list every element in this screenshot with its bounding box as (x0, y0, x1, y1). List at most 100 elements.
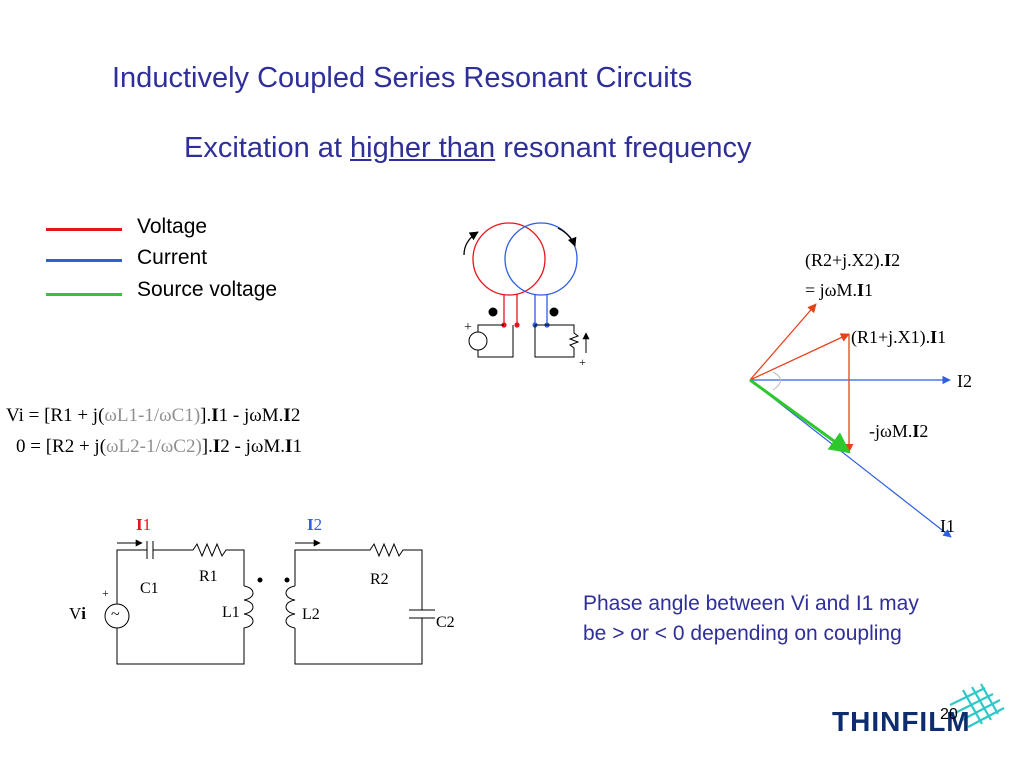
coil-load-plus: + (579, 355, 586, 369)
label-part: i (81, 604, 87, 623)
label-part: 2 (891, 250, 901, 270)
eq1-part: I (283, 405, 291, 426)
eq2-part: ]. (201, 436, 213, 457)
label-part: V (69, 604, 82, 623)
circuit-schematic (104, 539, 435, 665)
label-r1-drop: (R1+j.X1).I1 (851, 327, 946, 348)
secondary-flux-arrow (557, 227, 577, 247)
eq2-part: ωL2 (106, 436, 140, 457)
label-c1: C1 (140, 580, 159, 597)
phasor-r2-drop (749, 303, 817, 381)
label-vi: Vi (69, 604, 86, 624)
ac-source-symbol (104, 603, 130, 629)
thinfilm-logo-mark (949, 683, 1005, 728)
dot-marker (488, 307, 498, 317)
label-part: 2 (919, 421, 929, 441)
legend-label-current: Current (137, 246, 208, 269)
primary-coil-leads (503, 294, 518, 325)
secondary-load-wire (534, 324, 580, 358)
terminal-dot (514, 322, 520, 328)
label-mutual-drop: -jωM.I2 (869, 421, 928, 442)
legend-swatch-voltage (46, 228, 122, 231)
eq2-part: 1 (292, 436, 302, 457)
eq2-part: -1/ωC2) (139, 436, 202, 457)
legend-swatch-source-voltage (46, 293, 122, 296)
thinfilm-logo-text: THINFILM (832, 706, 971, 737)
primary-flux-arrow (463, 231, 479, 256)
label-part: = jωM. (805, 280, 858, 300)
phasor-r1-drop (749, 333, 850, 381)
phasor-diagram (749, 303, 952, 538)
label-r2-drop: (R2+j.X2).I2 (805, 250, 900, 271)
capacitor-c2 (409, 609, 435, 619)
phase-angle-note: Phase angle between Vi and I1 may be > o… (583, 592, 919, 645)
primary-loop-wire (477, 324, 514, 358)
label-part: I (307, 515, 314, 534)
resistor-r1 (153, 542, 245, 586)
eq1-part: 2 (290, 405, 301, 426)
label-part: (R2+j.X2). (805, 250, 885, 270)
label-c2: C2 (436, 614, 455, 631)
subtitle-emphasis: higher than (350, 132, 496, 164)
eq1-part: ]. (200, 405, 212, 426)
label-part: I (930, 327, 938, 347)
legend-swatch-current (46, 259, 122, 262)
primary-coil-loop (472, 222, 546, 296)
label-part: -jωM. (869, 421, 913, 441)
label-i1: I1 (940, 516, 955, 536)
label-r1: R1 (199, 568, 218, 585)
eq2-part: I (285, 436, 293, 457)
secondary-bottom-wire (294, 618, 423, 665)
phase-angle-arc (772, 371, 781, 391)
inductor-l1 (116, 585, 254, 665)
eq1-part: I (211, 405, 219, 426)
label-part: I (912, 421, 920, 441)
label-part: (R1+j.X1). (851, 327, 931, 347)
source-tilde-icon: ~ (111, 606, 120, 623)
label-part: I (136, 515, 143, 534)
capacitor-c1 (146, 541, 154, 559)
eq1-part: ωL1 (104, 405, 139, 426)
resistor-r2 (294, 542, 423, 610)
label-r2-drop-line2: = jωM.I1 (805, 280, 873, 301)
label-part: 2 (313, 515, 323, 534)
page-number: 20 (940, 706, 958, 723)
dot-marker-l2 (284, 577, 290, 583)
eq1-part: Vi = [R1 + j( (6, 405, 105, 426)
label-r2: R2 (370, 571, 389, 588)
label-l2: L2 (302, 606, 320, 623)
secondary-coil-leads (534, 294, 548, 325)
subtitle-prefix: Excitation at (184, 132, 351, 164)
subtitle-suffix: resonant frequency (495, 132, 752, 164)
source-plus: + (102, 586, 109, 600)
phasor-vi (749, 378, 851, 454)
eq2-part: I (212, 436, 221, 457)
label-part: 1 (937, 327, 947, 347)
primary-left-wire (116, 549, 147, 604)
coupled-coils-diagram (463, 222, 590, 358)
dot-marker-l1 (257, 577, 263, 583)
coil-source-symbol (468, 331, 488, 351)
eq1-part: 1 - jωM. (218, 405, 284, 426)
label-part: I (857, 280, 865, 300)
slide-subtitle: Excitation at higher than resonant frequ… (184, 132, 751, 165)
legend-label-source-voltage: Source voltage (137, 278, 278, 301)
label-part: 1 (142, 515, 152, 534)
equation-secondary: 0 = [R2 + j(ωL2-1/ωC2)].I2 - jωM.I1 (16, 436, 302, 458)
label-l1: L1 (222, 604, 240, 621)
label-i2: I2 (957, 371, 972, 391)
equation-primary: Vi = [R1 + j(ωL1-1/ωC1)].I1 - jωM.I2 (6, 405, 300, 427)
secondary-coil-loop (504, 222, 578, 296)
eq1-part: -1/ωC1) (138, 405, 201, 426)
coil-source-plus: + (464, 320, 472, 335)
eq2-part: 0 = [R2 + j( (16, 436, 107, 457)
dot-marker (549, 307, 559, 317)
inductor-l2 (285, 585, 296, 629)
legend-label-voltage: Voltage (137, 215, 208, 238)
label-current-i2: I2 (307, 515, 322, 535)
label-current-i1: I1 (136, 515, 151, 535)
slide-title: Inductively Coupled Series Resonant Circ… (112, 62, 693, 94)
eq2-part: 2 - jωM. (220, 436, 286, 457)
label-part: I (884, 250, 892, 270)
